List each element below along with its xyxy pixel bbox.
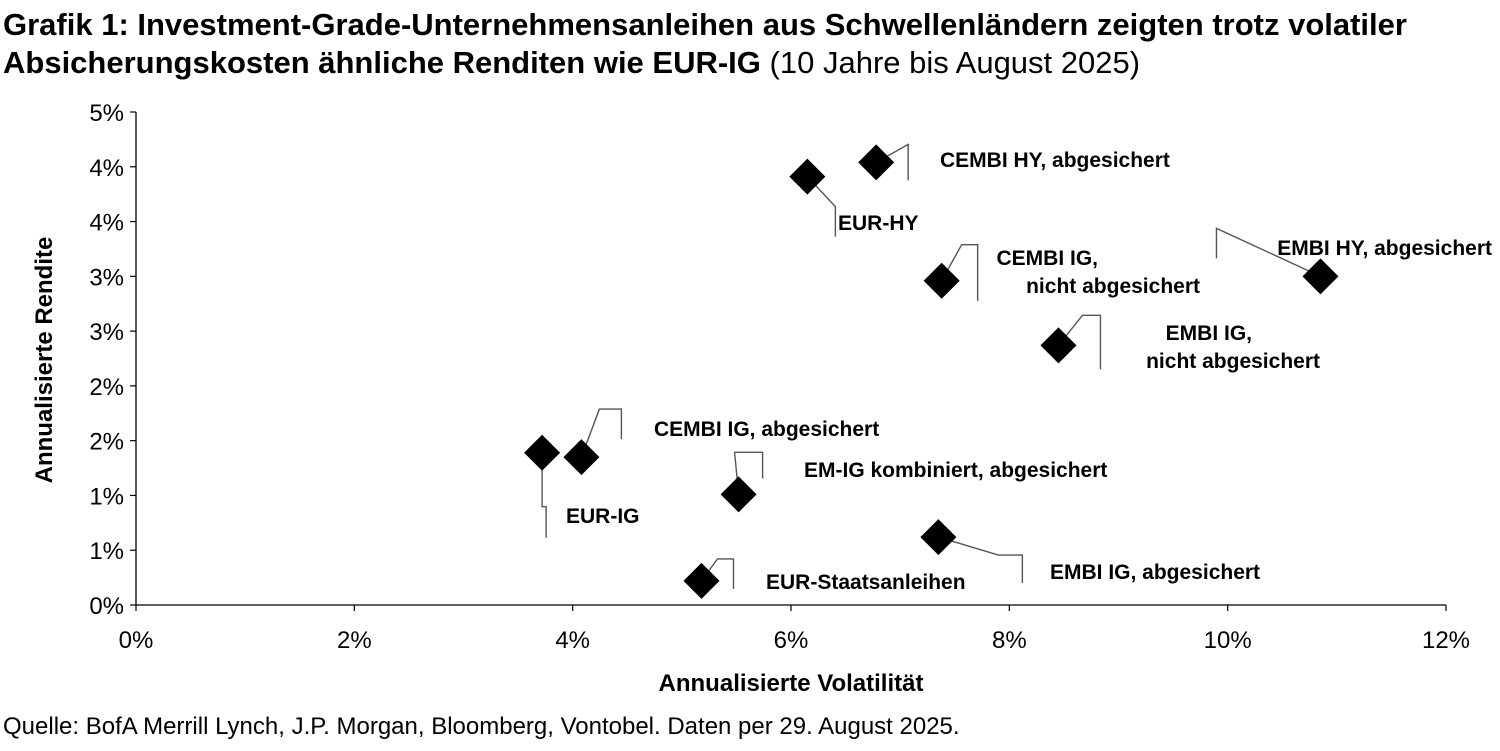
y-tick-label: 1% [89, 483, 124, 510]
x-tick-label: 12% [1422, 627, 1470, 654]
y-tick-label: 4% [89, 210, 124, 237]
scatter-chart: 0% 1% 1% 2% 2% 3% 3% 4% 4% 5% 0% 2% 4% 6% 8% 10% 12% CEM… [31, 100, 1492, 697]
data-point-diamond [920, 519, 957, 556]
data-point-diamond [858, 144, 895, 181]
point-label: EUR-HY [838, 212, 919, 235]
label-connector [806, 176, 837, 237]
y-tick-label: 2% [89, 429, 124, 456]
x-axis-title: Annualisierte Volatilität [659, 670, 924, 697]
label-connector [1057, 314, 1102, 370]
y-tick-label: 1% [89, 538, 124, 565]
y-tick-label: 4% [89, 155, 124, 182]
y-axis-title: Annualisierte Rendite [31, 237, 58, 484]
label-connector [938, 536, 1024, 584]
point-label: EUR-Staatsanleihen [766, 571, 966, 594]
chart-axes: 0% 1% 1% 2% 2% 3% 3% 4% 4% 5% 0% 2% 4% 6% 8% 10% 12% [89, 100, 1470, 654]
y-tick-label: 3% [89, 264, 124, 291]
data-point-diamond [923, 262, 960, 299]
chart-title-period: (10 Jahre bis August 2025) [769, 45, 1141, 80]
point-label: EM-IG kombiniert, abgesichert [804, 459, 1107, 482]
label-connector [700, 558, 735, 589]
y-tick-label: 0% [89, 593, 124, 620]
x-tick-label: 6% [774, 627, 809, 654]
data-point-diamond [1302, 258, 1339, 295]
data-point-diamond [1040, 327, 1077, 364]
y-tick-label: 3% [89, 319, 124, 346]
x-tick-label: 0% [119, 627, 154, 654]
data-point-diamond [720, 476, 757, 513]
x-tick-label: 10% [1204, 627, 1252, 654]
data-point-diamond [563, 439, 600, 476]
y-tick-label: 5% [89, 100, 124, 127]
data-points [524, 144, 1339, 599]
x-tick-label: 2% [337, 627, 372, 654]
point-label: CEMBI IG, [996, 247, 1098, 270]
point-label: nicht abgesichert [1026, 275, 1200, 298]
point-label: nicht abgesichert [1146, 350, 1320, 373]
x-tick-label: 8% [992, 627, 1027, 654]
point-label: EMBI IG, abgesichert [1050, 561, 1260, 584]
chart-title: Grafik 1: Investment-Grade-Unternehmensa… [3, 6, 1497, 82]
data-point-diamond [789, 158, 826, 195]
label-connector [580, 408, 623, 458]
label-connectors [541, 143, 1321, 589]
x-tick-label: 4% [555, 627, 590, 654]
point-label: EMBI HY, abgesichert [1277, 237, 1492, 260]
label-connector [941, 244, 979, 301]
source-note: Quelle: BofA Merrill Lynch, J.P. Morgan,… [3, 713, 960, 740]
point-label: CEMBI IG, abgesichert [654, 418, 879, 441]
data-point-diamond [683, 562, 720, 599]
point-label: EMBI IG, [1166, 322, 1252, 345]
point-label: EUR-IG [566, 505, 640, 528]
chart-title-main: Grafik 1: Investment-Grade-Unternehmensa… [3, 7, 1407, 80]
point-label: CEMBI HY, abgesichert [940, 149, 1170, 172]
label-connector [541, 452, 547, 538]
label-connector [733, 451, 764, 495]
y-tick-label: 2% [89, 374, 124, 401]
label-connector [1215, 227, 1321, 277]
data-point-diamond [524, 434, 561, 471]
